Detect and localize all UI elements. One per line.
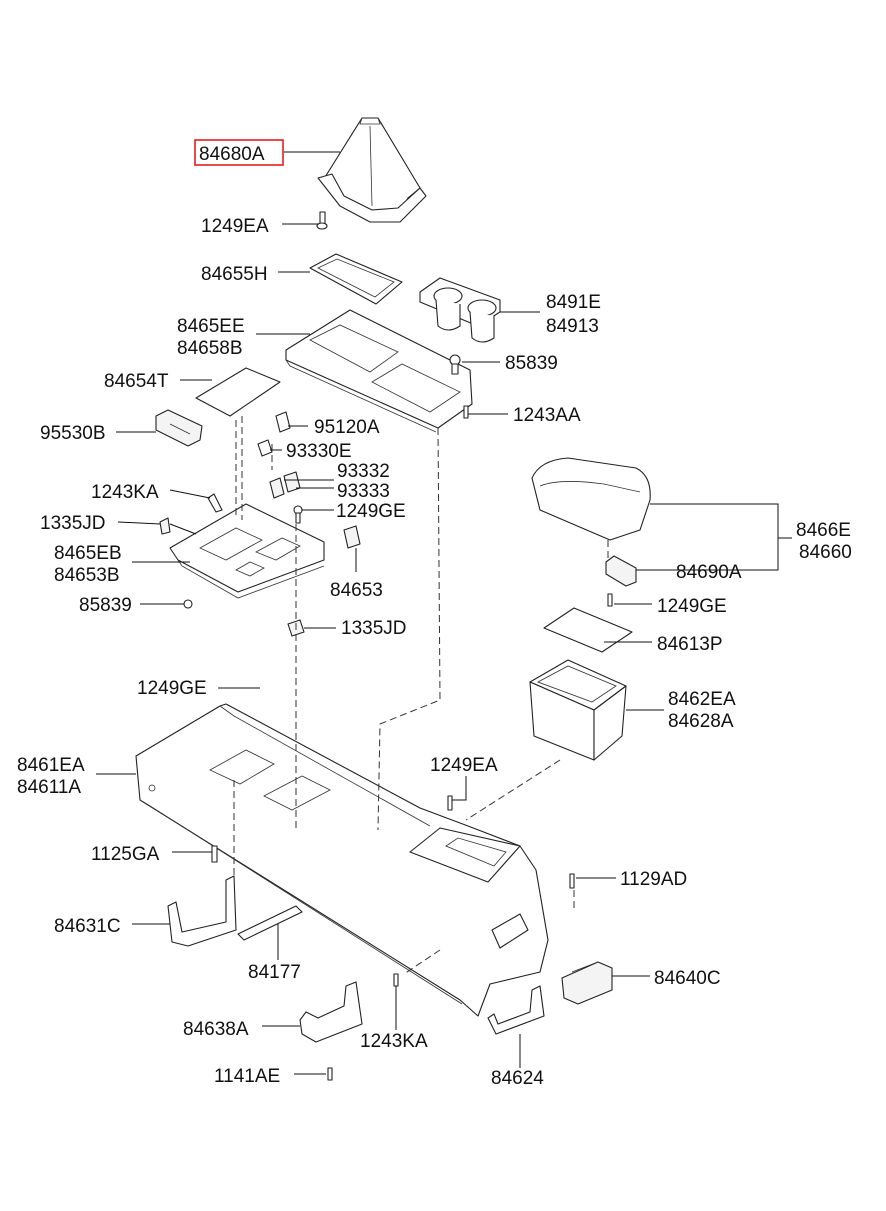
bracket-84653-drawing [343,525,361,549]
label-84913[interactable]: 84913 [546,316,599,337]
label-84653b[interactable]: 84653B [54,565,120,586]
screw-85839-top-drawing [449,354,461,375]
label-93333[interactable]: 93333 [337,481,390,502]
label-84638a[interactable]: 84638A [183,1019,249,1040]
label-84658b[interactable]: 84658B [177,338,243,359]
label-95530b[interactable]: 95530B [40,423,106,444]
main-console-drawing [135,703,549,1017]
leader-lines [96,151,792,1075]
screw-1249ea-drawing [316,211,328,230]
label-1125ga[interactable]: 1125GA [91,844,160,865]
label-1141ae[interactable]: 1141AE [214,1066,280,1087]
shift-boot-drawing [317,117,427,223]
label-84690a[interactable]: 84690A [676,562,742,583]
label-1243aa[interactable]: 1243AA [513,405,581,426]
label-1249ea-lower[interactable]: 1249EA [430,755,498,776]
label-84660[interactable]: 84660 [799,542,852,563]
label-1249ea-top[interactable]: 1249EA [201,216,269,237]
label-84631c[interactable]: 84631C [54,916,121,937]
label-1249ge-left[interactable]: 1249GE [137,678,207,699]
cover-plate-drawing [195,367,281,417]
label-95120a[interactable]: 95120A [314,417,380,438]
mat-84613p-drawing [543,607,633,653]
screw-1249ea-lower-drawing [447,795,453,811]
cup-holder-drawing [419,277,501,343]
label-1243ka-bottom[interactable]: 1243KA [360,1031,428,1052]
label-8465ee[interactable]: 8465EE [177,316,245,337]
screw-1125ga-drawing [211,845,218,863]
label-85839-top[interactable]: 85839 [505,353,558,374]
label-1335jd-left[interactable]: 1335JD [40,513,106,534]
label-8465eb[interactable]: 8465EB [54,543,122,564]
label-1243ka-top[interactable]: 1243KA [91,482,159,503]
screw-1141ae-drawing [327,1067,333,1081]
switch-93332-drawing [269,471,301,499]
screw-1249ge-right-drawing [607,593,613,607]
boot-plate-drawing [309,253,403,305]
hinge-84690a-drawing [605,555,637,587]
storage-box-drawing [529,659,627,761]
highlight-box [194,139,284,166]
label-84611a[interactable]: 84611A [17,777,81,798]
screw-1243ka-left-drawing [207,493,223,513]
plate-84177-drawing [237,905,303,941]
label-84654t[interactable]: 84654T [104,371,169,392]
tray-84640c-drawing [561,961,613,1005]
label-8462ea[interactable]: 8462EA [668,689,736,710]
label-1129ad[interactable]: 1129AD [620,869,687,890]
label-84624[interactable]: 84624 [491,1068,544,1089]
screw-1243aa-drawing [463,405,469,419]
label-84680a[interactable]: 84680A [199,144,265,165]
label-8466e[interactable]: 8466E [796,520,851,541]
bracket-84624-drawing [487,985,545,1035]
label-84613p[interactable]: 84613P [657,634,723,655]
label-84653[interactable]: 84653 [330,580,383,601]
part-labels: 84680A 1249EA 84655H 8491E 84913 8465EE … [17,144,852,1089]
clip-1335jd-left-drawing [159,517,171,535]
screw-85839-lower-drawing [183,599,193,609]
label-1335jd-right[interactable]: 1335JD [341,618,407,639]
screw-1129ad-drawing [569,873,575,889]
armrest-lid-drawing [531,457,651,541]
label-84655h[interactable]: 84655H [201,264,268,285]
label-1249ge-mid[interactable]: 1249GE [336,501,406,522]
lower-panel-drawing [169,503,325,599]
bracket-84638a-drawing [299,981,363,1043]
label-1249ge-right[interactable]: 1249GE [657,596,727,617]
switch-95530b-drawing [155,409,203,447]
label-93332[interactable]: 93332 [337,461,390,482]
label-93330e[interactable]: 93330E [286,441,352,462]
label-84640c[interactable]: 84640C [654,968,721,989]
label-84628a[interactable]: 84628A [668,711,734,732]
label-8461ea[interactable]: 8461EA [17,755,85,776]
label-8491e[interactable]: 8491E [546,292,601,313]
label-85839-lower[interactable]: 85839 [79,595,132,616]
bulb-93330e-drawing [257,439,273,457]
label-84177[interactable]: 84177 [248,962,301,983]
upper-console-panel-drawing [285,309,473,433]
assembly-lines [233,416,609,975]
connector-95120a-drawing [275,411,291,433]
bracket-84631c-drawing [167,875,237,947]
screw-1249ge-mid-drawing [293,505,303,524]
screw-1243ka-bottom-drawing [393,973,399,987]
